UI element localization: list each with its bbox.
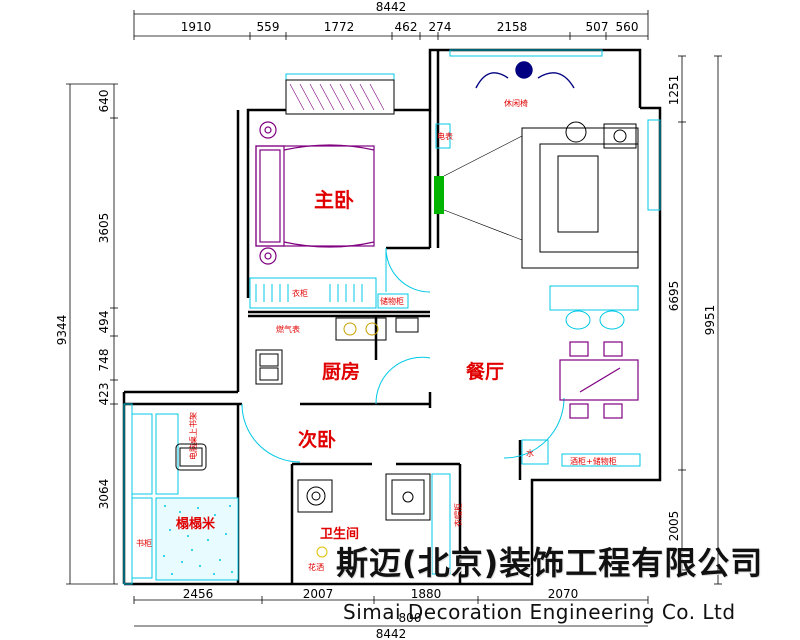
dining-table <box>559 341 639 419</box>
meter-box <box>435 123 451 149</box>
basin <box>385 473 431 521</box>
meter-box-label: 电表 <box>437 131 453 141</box>
wine-cabinet <box>561 453 641 467</box>
sofa-set <box>521 121 639 269</box>
top-dim-3: 1772 <box>324 20 355 34</box>
company-name-en: Simai Decoration Engineering Co. Ltd <box>343 600 736 624</box>
left-dim-3: 494 <box>97 311 111 334</box>
sink <box>255 349 283 385</box>
left-dim-5: 423 <box>97 383 111 406</box>
second-bedroom-label: 次卧 <box>298 428 336 451</box>
plant-pattern <box>289 83 385 111</box>
right-dim-2: 6695 <box>667 281 681 312</box>
right-dim-3: 2005 <box>667 511 681 542</box>
bottom-dim-1: 2456 <box>183 587 214 601</box>
bottom-extra-dim: 800 <box>399 611 422 625</box>
console <box>549 285 639 311</box>
top-total-dim: 8442 <box>376 0 407 14</box>
shoe-cabinet <box>377 293 409 309</box>
shoe-cabinet-label: 储物柜 <box>380 296 404 306</box>
bottom-dim-3: 1880 <box>411 587 442 601</box>
stools <box>565 310 625 330</box>
robe-cabinet-label: 衣帽柜 <box>453 503 463 527</box>
left-dim-6: 3064 <box>97 479 111 510</box>
tatami-dots <box>163 505 233 575</box>
right-total-dim: 9951 <box>703 305 717 336</box>
leisure-chair-label: 休闲椅 <box>504 98 528 108</box>
water-heater <box>521 439 549 465</box>
top-dim-2: 559 <box>257 20 280 34</box>
desk-chair <box>175 443 207 471</box>
bookcase <box>131 497 153 579</box>
bed <box>255 121 375 265</box>
dimension-lines <box>66 10 722 627</box>
door-arcs <box>241 247 565 463</box>
top-dim-1: 1910 <box>181 20 212 34</box>
tv-projection <box>443 135 523 241</box>
desk-shelf <box>131 413 179 495</box>
wardrobe-label: 衣柜 <box>292 288 308 298</box>
left-dim-4: 748 <box>97 349 111 372</box>
top-dim-7: 507 <box>586 20 609 34</box>
company-name-cn: 斯迈(北京)装饰工程有限公司 <box>336 544 764 582</box>
bookcase-label: 书柜 <box>136 538 152 548</box>
bay-window <box>285 79 395 115</box>
bottom-dim-2: 2007 <box>303 587 334 601</box>
bathroom-label: 卫生间 <box>320 526 359 542</box>
master-bedroom-label: 主卧 <box>314 188 354 212</box>
stove <box>335 317 387 341</box>
tatami-label: 榻榻米 <box>176 516 216 532</box>
top-dim-5: 274 <box>429 20 452 34</box>
top-dim-8: 560 <box>616 20 639 34</box>
tv-unit <box>434 176 444 214</box>
kitchen-label: 厨房 <box>322 360 360 383</box>
left-dim-1: 640 <box>97 90 111 113</box>
shower-head <box>316 546 328 558</box>
leisure-chairs <box>475 61 575 89</box>
top-dim-4: 462 <box>395 20 418 34</box>
shower-label: 花洒 <box>308 562 324 572</box>
water-label: 水 <box>526 448 534 458</box>
right-dim-1: 1251 <box>667 75 681 106</box>
left-total-dim: 9344 <box>55 315 69 346</box>
dining-label: 餐厅 <box>466 360 504 383</box>
bottom-total-dim: 8442 <box>376 627 407 640</box>
toilet <box>297 479 333 513</box>
robe-cabinet <box>431 473 451 575</box>
gas-meter-label: 燃气表 <box>276 324 300 334</box>
wardrobe <box>249 277 377 309</box>
desk-shelf-label: 电脑桌上书架 <box>188 412 198 460</box>
wine-cabinet-label: 酒柜+储物柜 <box>570 456 617 466</box>
bottom-dim-4: 2070 <box>548 587 579 601</box>
top-dim-6: 2158 <box>497 20 528 34</box>
tatami <box>155 497 239 581</box>
kitchen-counter <box>395 317 419 333</box>
left-dim-2: 3605 <box>97 213 111 244</box>
